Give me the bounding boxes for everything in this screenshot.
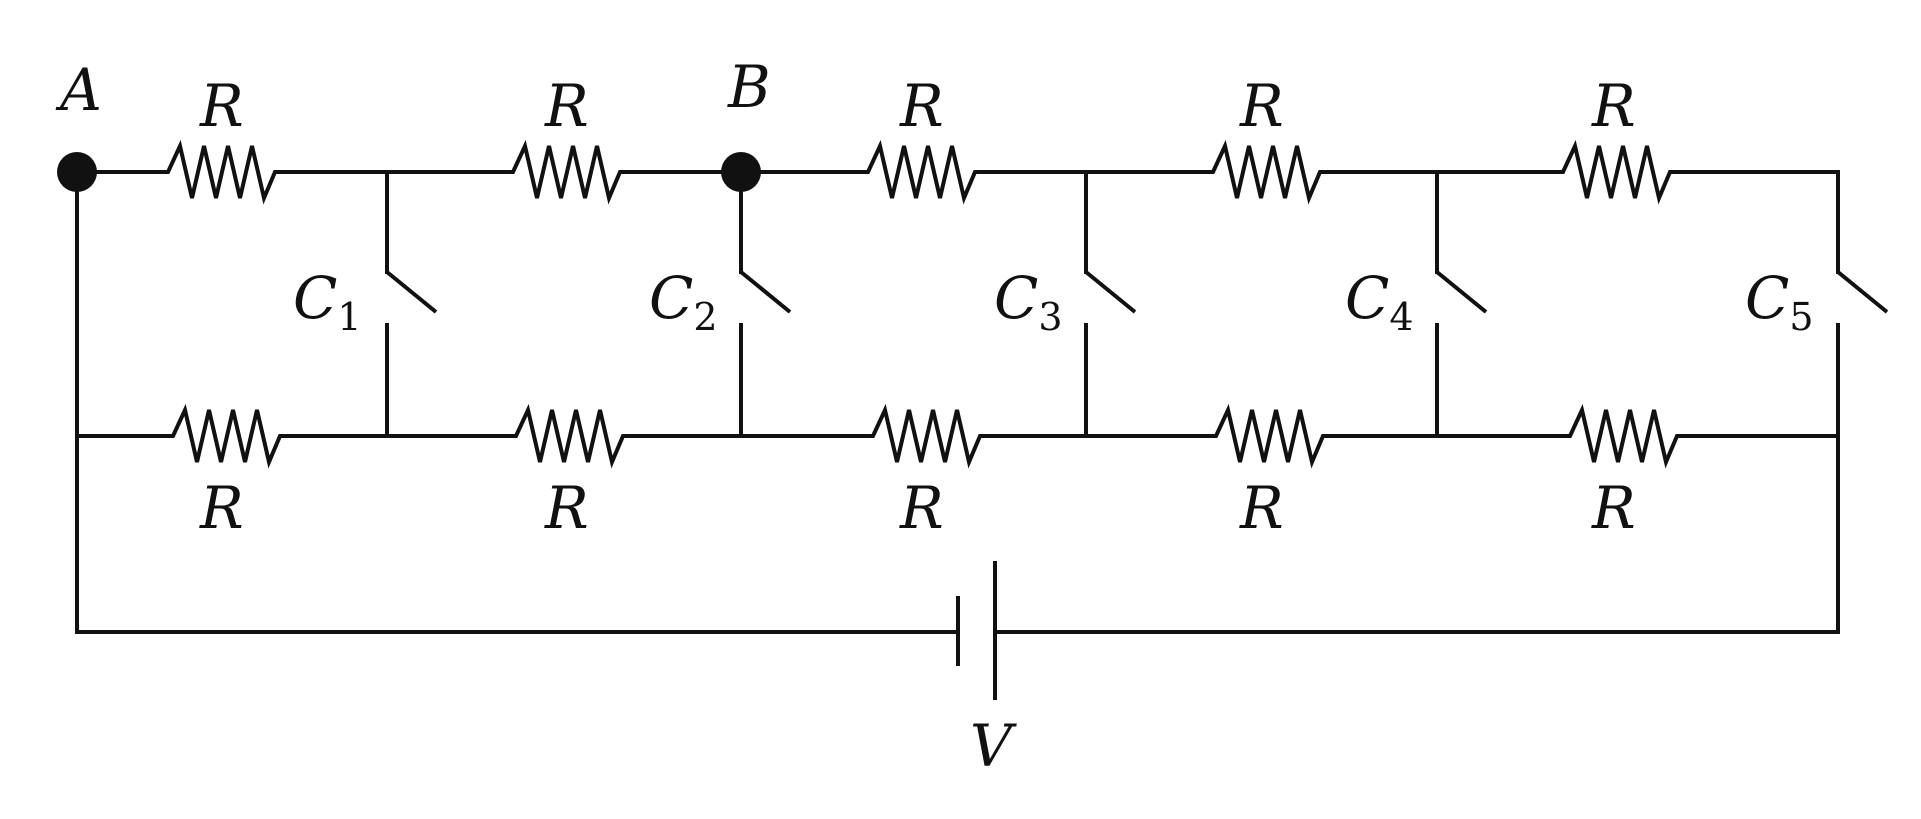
- switch-c5: [1836, 270, 1889, 438]
- node-a-label: A: [55, 56, 102, 124]
- resistor-top-4: [1205, 139, 1328, 205]
- resistor-top-5: [1555, 139, 1678, 205]
- switch-c2-label: C2: [649, 264, 718, 339]
- switch-c1: [385, 170, 438, 438]
- resistor-bottom-3: [865, 403, 988, 469]
- resistor-top-2-label: R: [544, 72, 589, 140]
- node-a-dot: [57, 152, 97, 192]
- switch-c5-letter: C: [1745, 264, 1789, 332]
- switch-c1-subscript: 1: [337, 295, 361, 339]
- switch-c2: [739, 170, 792, 438]
- battery: [956, 561, 997, 700]
- resistor-bottom-1-label: R: [199, 474, 244, 542]
- switch-c4-label: C4: [1345, 264, 1414, 339]
- switch-c5-subscript: 5: [1789, 295, 1813, 339]
- resistor-bottom-5: [1562, 403, 1685, 469]
- switch-c3-subscript: 3: [1038, 295, 1062, 339]
- resistor-bottom-1: [165, 403, 288, 469]
- switch-c4-letter: C: [1345, 264, 1389, 332]
- resistor-top-4-label: R: [1239, 72, 1284, 140]
- switch-c5-label: C5: [1745, 264, 1814, 339]
- resistor-top-1: [160, 139, 283, 205]
- switch-c3: [1084, 170, 1137, 438]
- resistor-top-5-label: R: [1591, 72, 1636, 140]
- resistor-bottom-2: [508, 403, 631, 469]
- switch-c3-label: C3: [994, 264, 1063, 339]
- resistor-bottom-2-label: R: [544, 474, 589, 542]
- node-b-dot: [721, 152, 761, 192]
- resistor-bottom-3-label: R: [899, 474, 944, 542]
- switch-c2-subscript: 2: [693, 295, 717, 339]
- battery-loop: [75, 170, 1840, 634]
- resistor-top-2: [505, 139, 628, 205]
- switch-c2-letter: C: [649, 264, 693, 332]
- resistor-bottom-4-label: R: [1239, 474, 1284, 542]
- battery-label: V: [970, 712, 1017, 780]
- resistor-bottom-4: [1208, 403, 1331, 469]
- switch-c1-label: C1: [293, 264, 362, 339]
- switch-c3-letter: C: [994, 264, 1038, 332]
- resistor-bottom-5-label: R: [1591, 474, 1636, 542]
- node-b-label: B: [727, 53, 771, 121]
- switch-c4: [1435, 170, 1488, 438]
- switch-c1-letter: C: [293, 264, 337, 332]
- resistor-top-3: [860, 139, 983, 205]
- resistor-top-3-label: R: [899, 72, 944, 140]
- switch-c4-subscript: 4: [1389, 295, 1413, 339]
- resistor-top-1-label: R: [199, 72, 244, 140]
